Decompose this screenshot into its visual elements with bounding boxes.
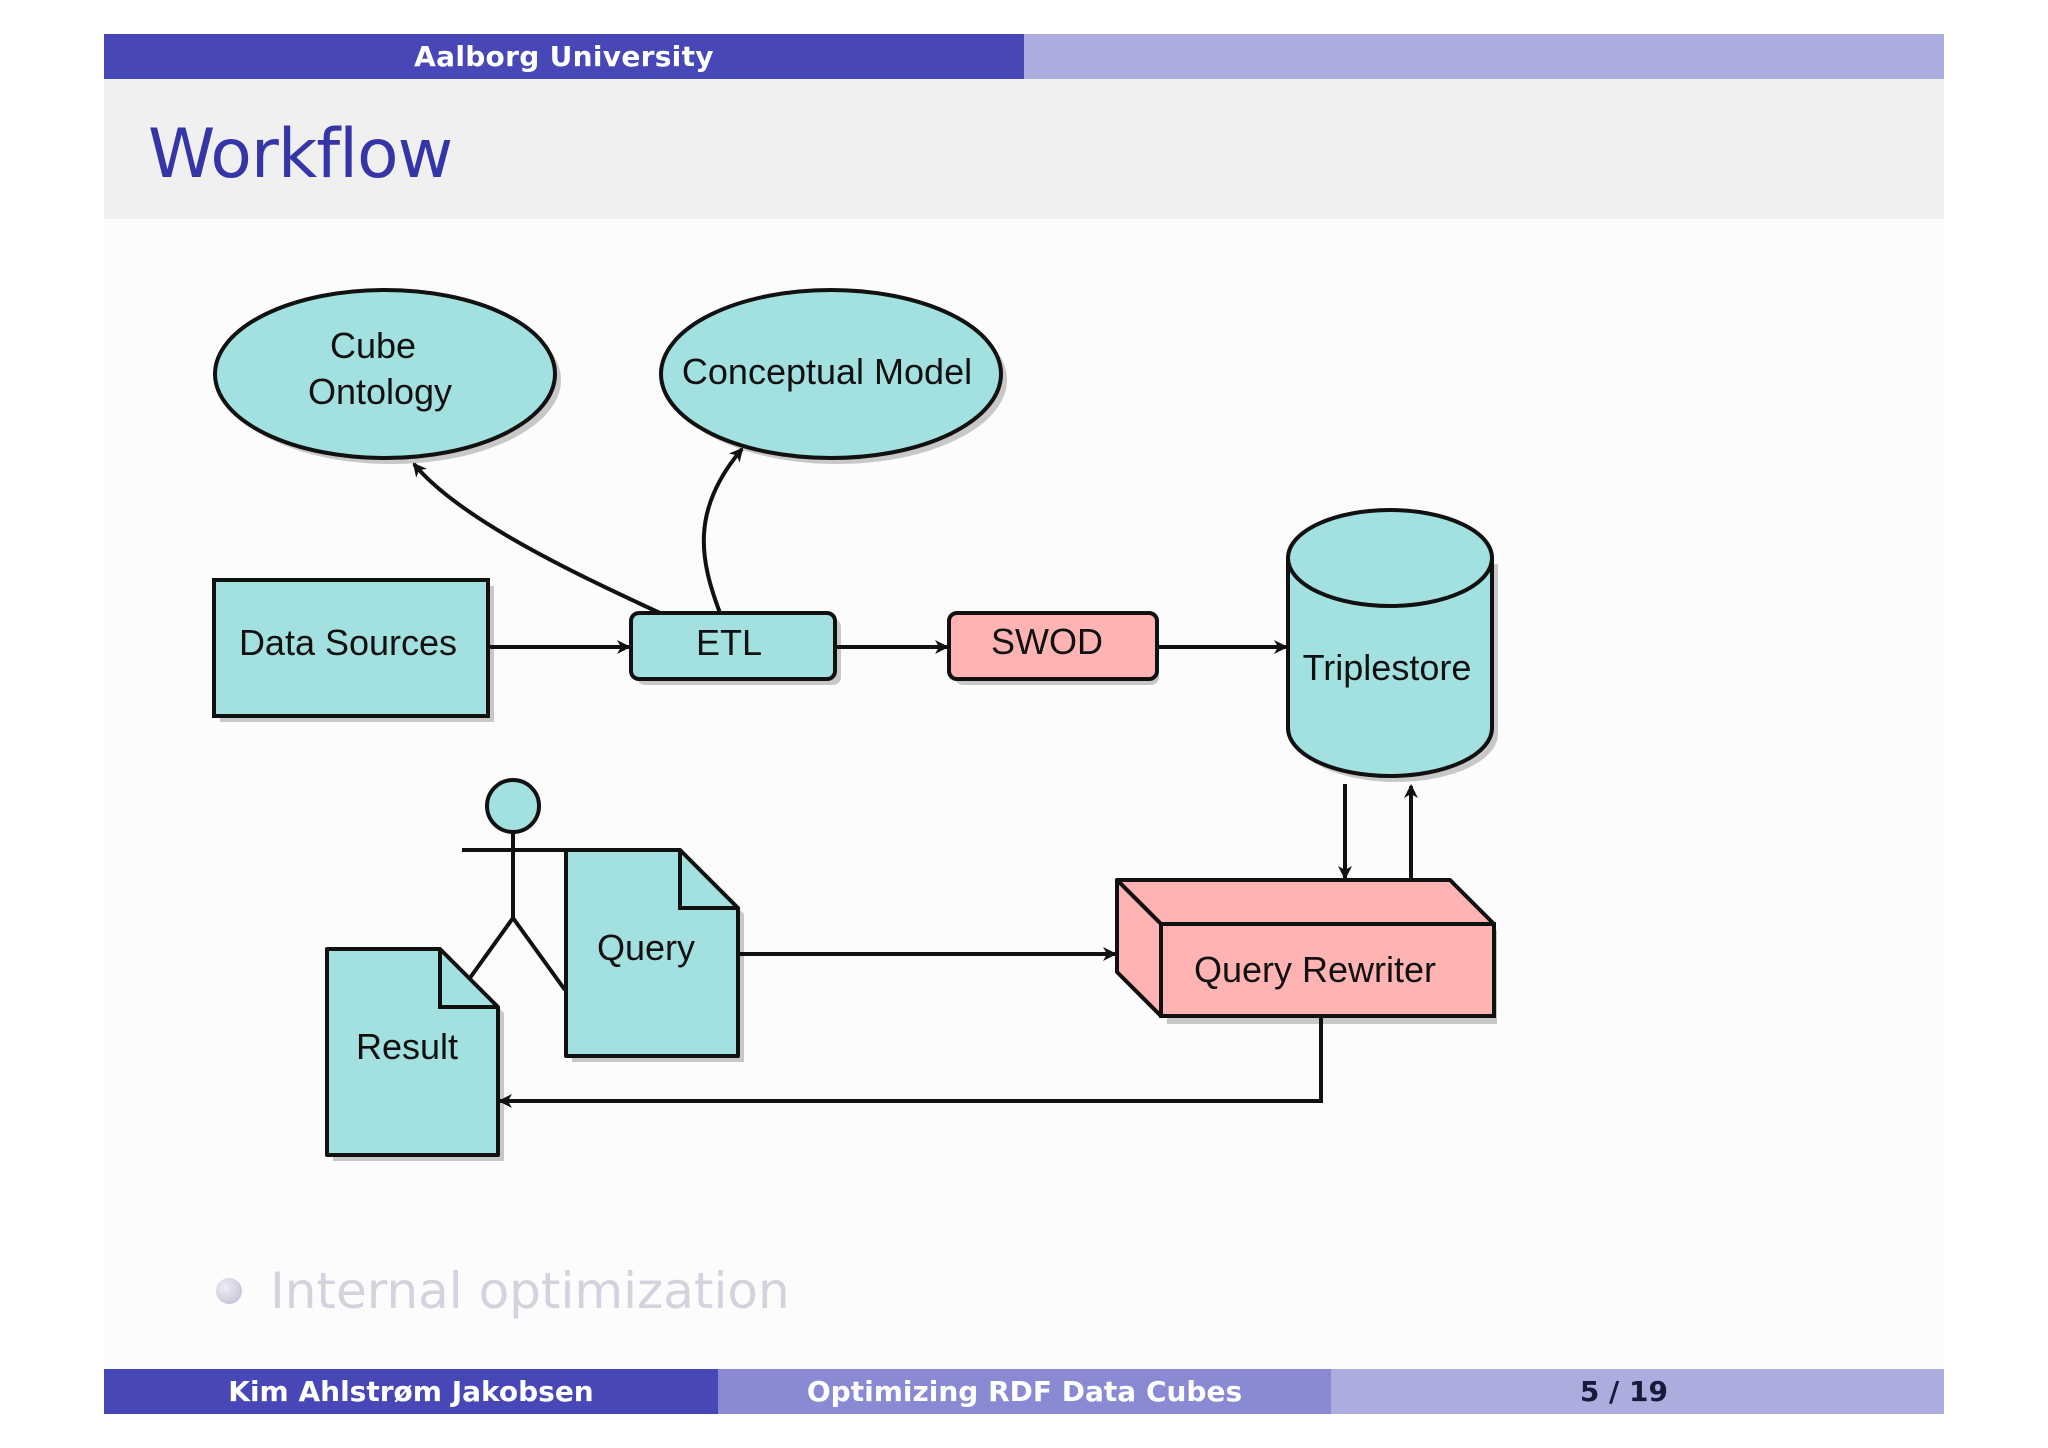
triplestore-label: Triplestore	[1303, 647, 1472, 688]
swod-node: SWOD	[947, 611, 1159, 685]
triplestore-node: Triplestore	[1286, 508, 1498, 782]
etl-label: ETL	[696, 622, 762, 663]
cube-ontology-node: Cube Ontology	[213, 288, 561, 464]
arrow-etl-conceptualmodel	[701, 447, 744, 614]
slide-title: Workflow	[148, 115, 453, 194]
result-label: Result	[356, 1026, 458, 1067]
query-document-node: Query	[564, 848, 744, 1062]
bullet-item: Internal optimization	[216, 1262, 790, 1320]
footer-talk-title: Optimizing RDF Data Cubes	[718, 1369, 1331, 1414]
slide-background	[104, 34, 1944, 1414]
page-number: 5 / 19	[1579, 1375, 1668, 1408]
title-bar: Workflow	[104, 79, 1944, 219]
connectors	[412, 447, 1418, 1108]
data-sources-label: Data Sources	[239, 622, 457, 663]
query-rewriter-node: Query Rewriter	[1115, 878, 1497, 1024]
swod-label: SWOD	[991, 621, 1103, 662]
conceptual-model-label: Conceptual Model	[682, 351, 972, 392]
query-rewriter-label: Query Rewriter	[1194, 949, 1436, 990]
user-actor-icon	[462, 778, 567, 992]
arrow-rewriter-result	[498, 1016, 1323, 1108]
bullet-icon	[216, 1278, 242, 1304]
conceptual-model-node: Conceptual Model	[659, 288, 1007, 464]
cube-ontology-label-2: Ontology	[308, 371, 452, 412]
etl-node: ETL	[629, 611, 841, 685]
header-bar: Aalborg University	[104, 34, 1944, 79]
institute-name: Aalborg University	[414, 40, 714, 73]
bullet-text: Internal optimization	[270, 1262, 790, 1320]
cube-ontology-label-1: Cube	[330, 325, 416, 366]
footer-author: Kim Ahlstrøm Jakobsen	[104, 1369, 718, 1414]
data-sources-node: Data Sources	[212, 578, 494, 722]
arrow-etl-cubeontology	[412, 462, 661, 615]
footer-bar: Kim Ahlstrøm Jakobsen Optimizing RDF Dat…	[104, 1369, 1944, 1414]
result-document-node: Result	[325, 947, 504, 1161]
query-label: Query	[597, 927, 695, 968]
